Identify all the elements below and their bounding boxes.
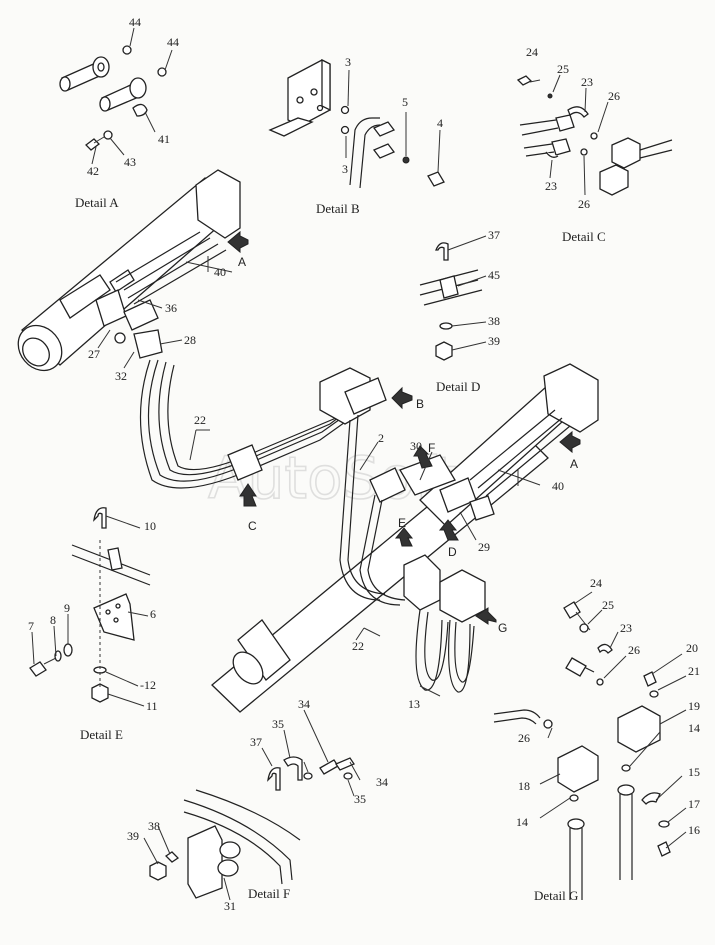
view-letter: D [448, 545, 457, 559]
view-letter: F [428, 441, 435, 455]
detail-f-group: 34 35 37 34 35 38 39 31 Detail F [127, 697, 388, 913]
part-number: 15 [688, 765, 700, 779]
part-number: 38 [488, 314, 500, 328]
part-number: 41 [158, 132, 170, 146]
part-number: 34 [376, 775, 388, 789]
part-number: 3 [345, 55, 351, 69]
part-number: 44 [129, 15, 141, 29]
part-number: 44 [167, 35, 179, 49]
part-number: 42 [87, 164, 99, 178]
detail-e-group: 10 6 7 8 9 -12 11 Detail E [28, 507, 158, 742]
view-letter: A [570, 457, 578, 471]
part-number: 27 [88, 347, 100, 361]
part-number: 7 [28, 619, 34, 633]
detail-b-caption: Detail B [316, 201, 360, 216]
part-number: 24 [590, 576, 602, 590]
part-number: 34 [298, 697, 310, 711]
detail-g-group: 24 25 23 26 20 21 19 14 26 18 15 17 14 1… [493, 576, 700, 903]
part-number: 26 [578, 197, 590, 211]
part-number: 28 [184, 333, 196, 347]
part-number: 35 [272, 717, 284, 731]
part-number: 13 [408, 697, 420, 711]
detail-c-caption: Detail C [562, 229, 606, 244]
part-number: -12 [140, 678, 156, 692]
part-number: 37 [250, 735, 262, 749]
part-number: 10 [144, 519, 156, 533]
detail-a-caption: Detail A [75, 195, 119, 210]
part-number: 45 [488, 268, 500, 282]
part-number: 3 [342, 162, 348, 176]
main-leaders [97, 256, 541, 697]
part-number: 25 [557, 62, 569, 76]
part-number: 43 [124, 155, 136, 169]
part-number: 31 [224, 899, 236, 913]
part-number: 14 [516, 815, 528, 829]
part-number: 23 [620, 621, 632, 635]
view-letter: G [498, 621, 507, 635]
detail-c-group: 24 25 23 26 23 26 Detail C [516, 45, 673, 244]
part-number: 39 [127, 829, 139, 843]
detail-f-caption: Detail F [248, 886, 290, 901]
part-number: 25 [602, 598, 614, 612]
part-number: 23 [581, 75, 593, 89]
part-number: 6 [150, 607, 156, 621]
view-letter: B [416, 397, 424, 411]
part-number: 40 [214, 265, 226, 279]
part-number: 11 [146, 699, 158, 713]
part-number: 4 [437, 116, 443, 130]
part-number: 36 [165, 301, 177, 315]
main-assembly [17, 169, 599, 713]
part-number: 37 [488, 228, 500, 242]
detail-b-group: 3 3 5 4 Detail B [268, 55, 445, 216]
part-number: 40 [552, 479, 564, 493]
part-number: 2 [378, 431, 384, 445]
part-number: 39 [488, 334, 500, 348]
detail-e-caption: Detail E [80, 727, 123, 742]
part-number: 24 [526, 45, 538, 59]
detail-d-group: 37 45 38 39 Detail D [419, 228, 500, 394]
part-number: 21 [688, 664, 700, 678]
part-number: 19 [688, 699, 700, 713]
part-number: 26 [608, 89, 620, 103]
part-number: 9 [64, 601, 70, 615]
part-number: 23 [545, 179, 557, 193]
part-number: 38 [148, 819, 160, 833]
part-number: 18 [518, 779, 530, 793]
view-letter: E [398, 516, 406, 530]
part-number: 26 [628, 643, 640, 657]
part-number: 8 [50, 613, 56, 627]
part-number: 22 [352, 639, 364, 653]
part-number: 22 [194, 413, 206, 427]
part-number: 32 [115, 369, 127, 383]
detail-a-group: 44 44 41 42 43 Detail A [59, 15, 179, 210]
detail-g-caption: Detail G [534, 888, 578, 903]
view-letter: A [238, 255, 246, 269]
part-number: 35 [354, 792, 366, 806]
part-number: 17 [688, 797, 700, 811]
part-number: 16 [688, 823, 700, 837]
part-number: 20 [686, 641, 698, 655]
part-number: 29 [478, 540, 490, 554]
part-number: 30 [410, 439, 422, 453]
part-number: 14 [688, 721, 700, 735]
view-letter: C [248, 519, 257, 533]
part-number: 5 [402, 95, 408, 109]
part-number: 26 [518, 731, 530, 745]
detail-d-caption: Detail D [436, 379, 480, 394]
